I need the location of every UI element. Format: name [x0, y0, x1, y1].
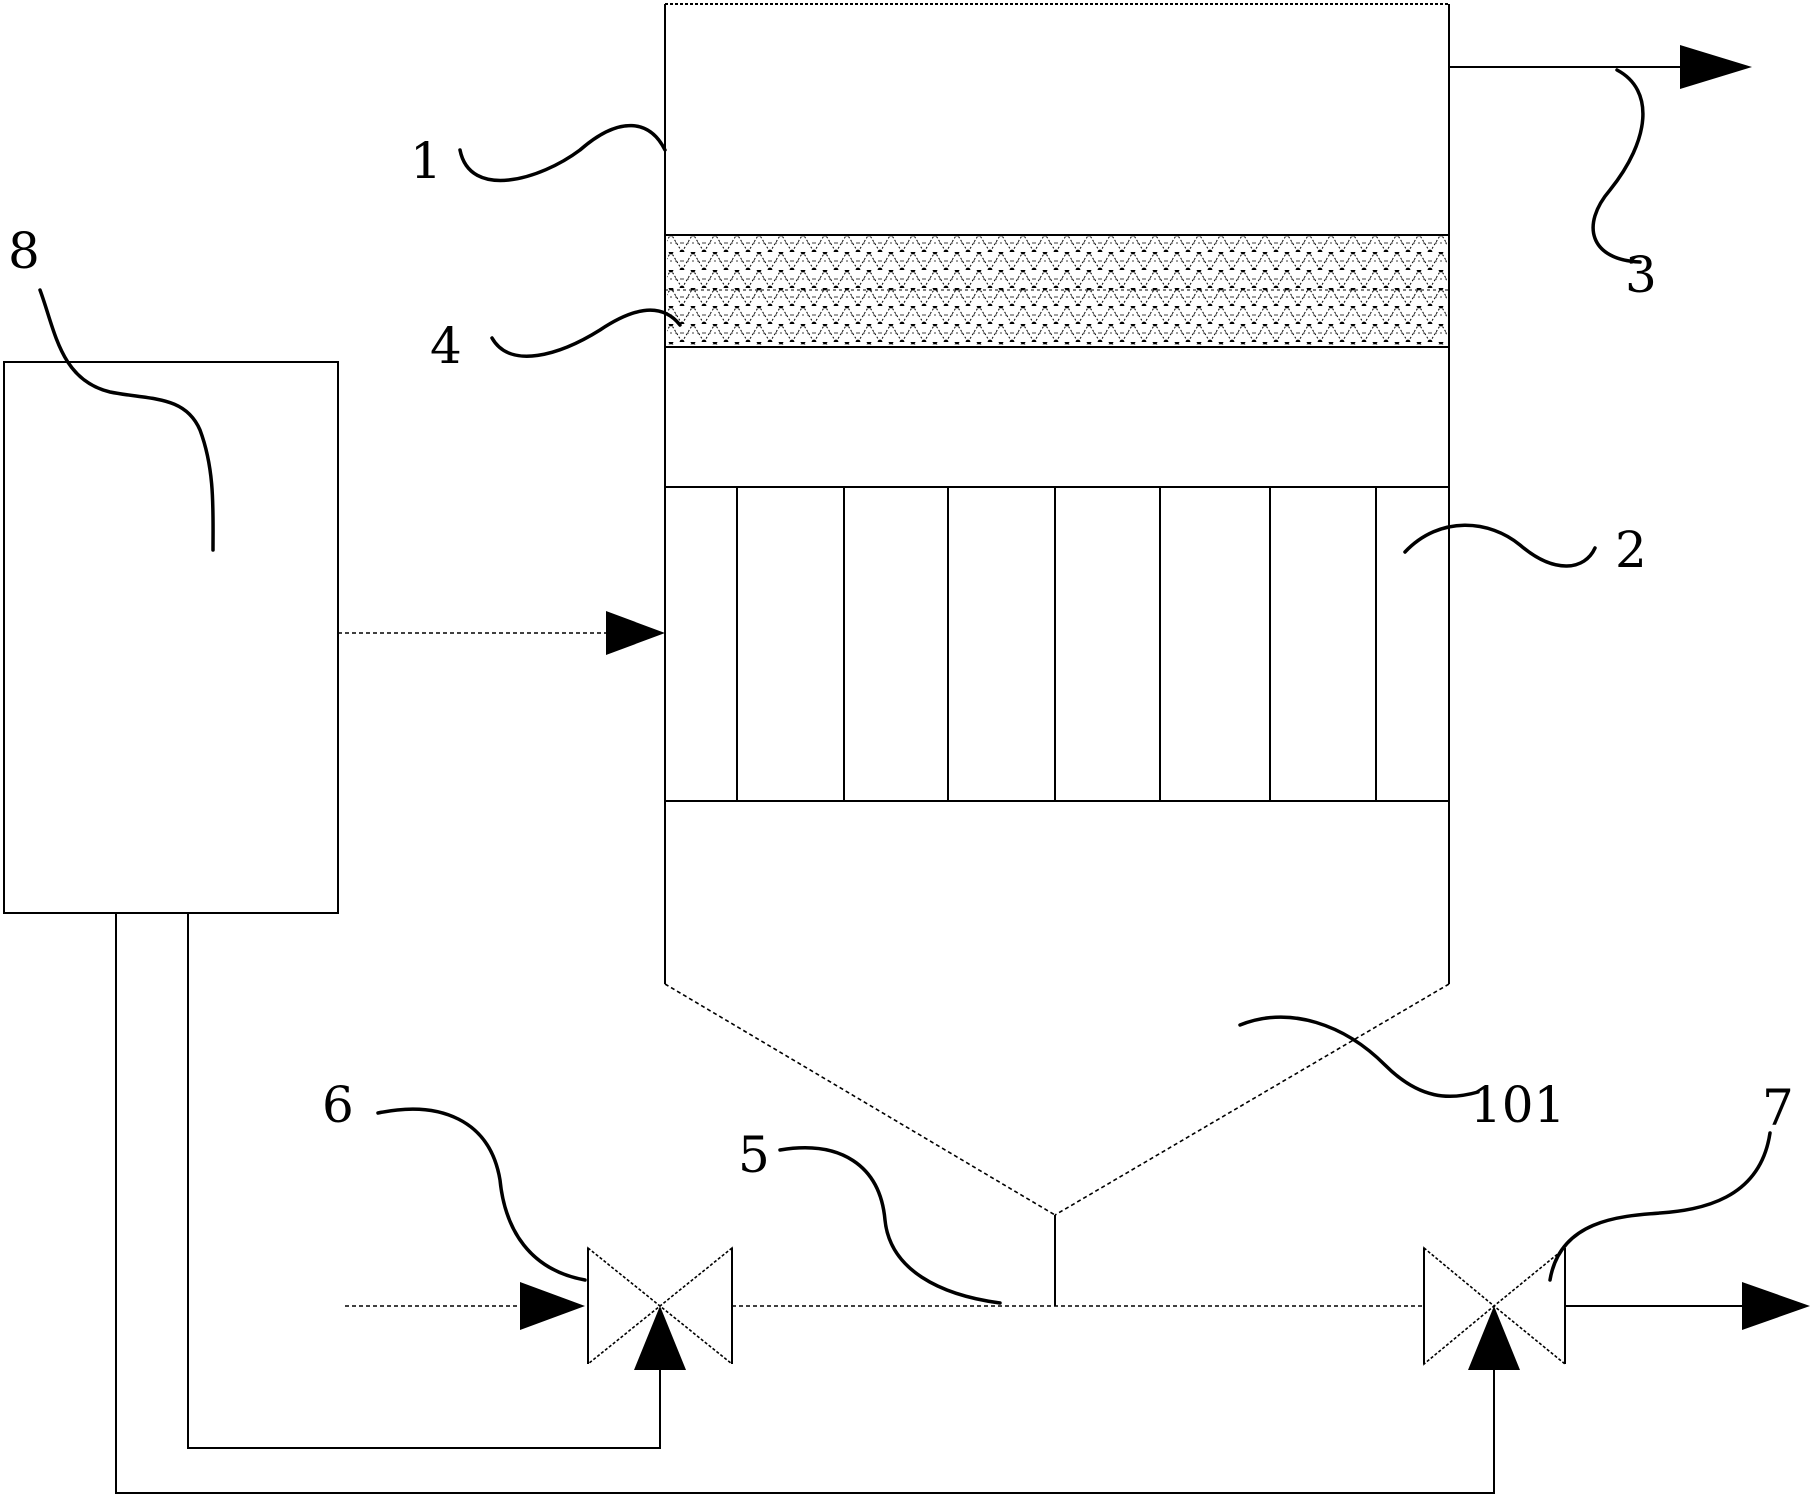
label-inlet-valve: 6	[322, 1076, 354, 1134]
feed-arrow	[338, 611, 665, 655]
label-bottom-pipe: 5	[738, 1126, 770, 1184]
label-vessel: 1	[410, 132, 442, 190]
outlet-arrow	[1449, 45, 1752, 89]
labels: 1 4 3 2 8 101 6 5 7	[8, 132, 1794, 1184]
label-controller: 8	[8, 222, 40, 280]
cone-bottom	[664, 983, 1450, 1306]
vessel	[664, 3, 1450, 984]
discharge-valve	[1423, 1246, 1810, 1370]
control-lines	[115, 913, 1495, 1494]
mesh-layer	[665, 234, 1449, 345]
label-discharge-valve: 7	[1762, 1079, 1794, 1137]
leader-lines	[38, 68, 1772, 1305]
label-mesh-layer: 4	[430, 317, 462, 375]
bottom-pipe	[345, 1282, 1424, 1330]
label-cone-bottom: 101	[1470, 1076, 1565, 1134]
inlet-valve	[587, 1246, 733, 1370]
label-outlet: 3	[1625, 246, 1657, 304]
label-packing: 2	[1615, 521, 1647, 579]
controller-box	[3, 361, 339, 914]
packing-tubes	[736, 487, 1377, 801]
